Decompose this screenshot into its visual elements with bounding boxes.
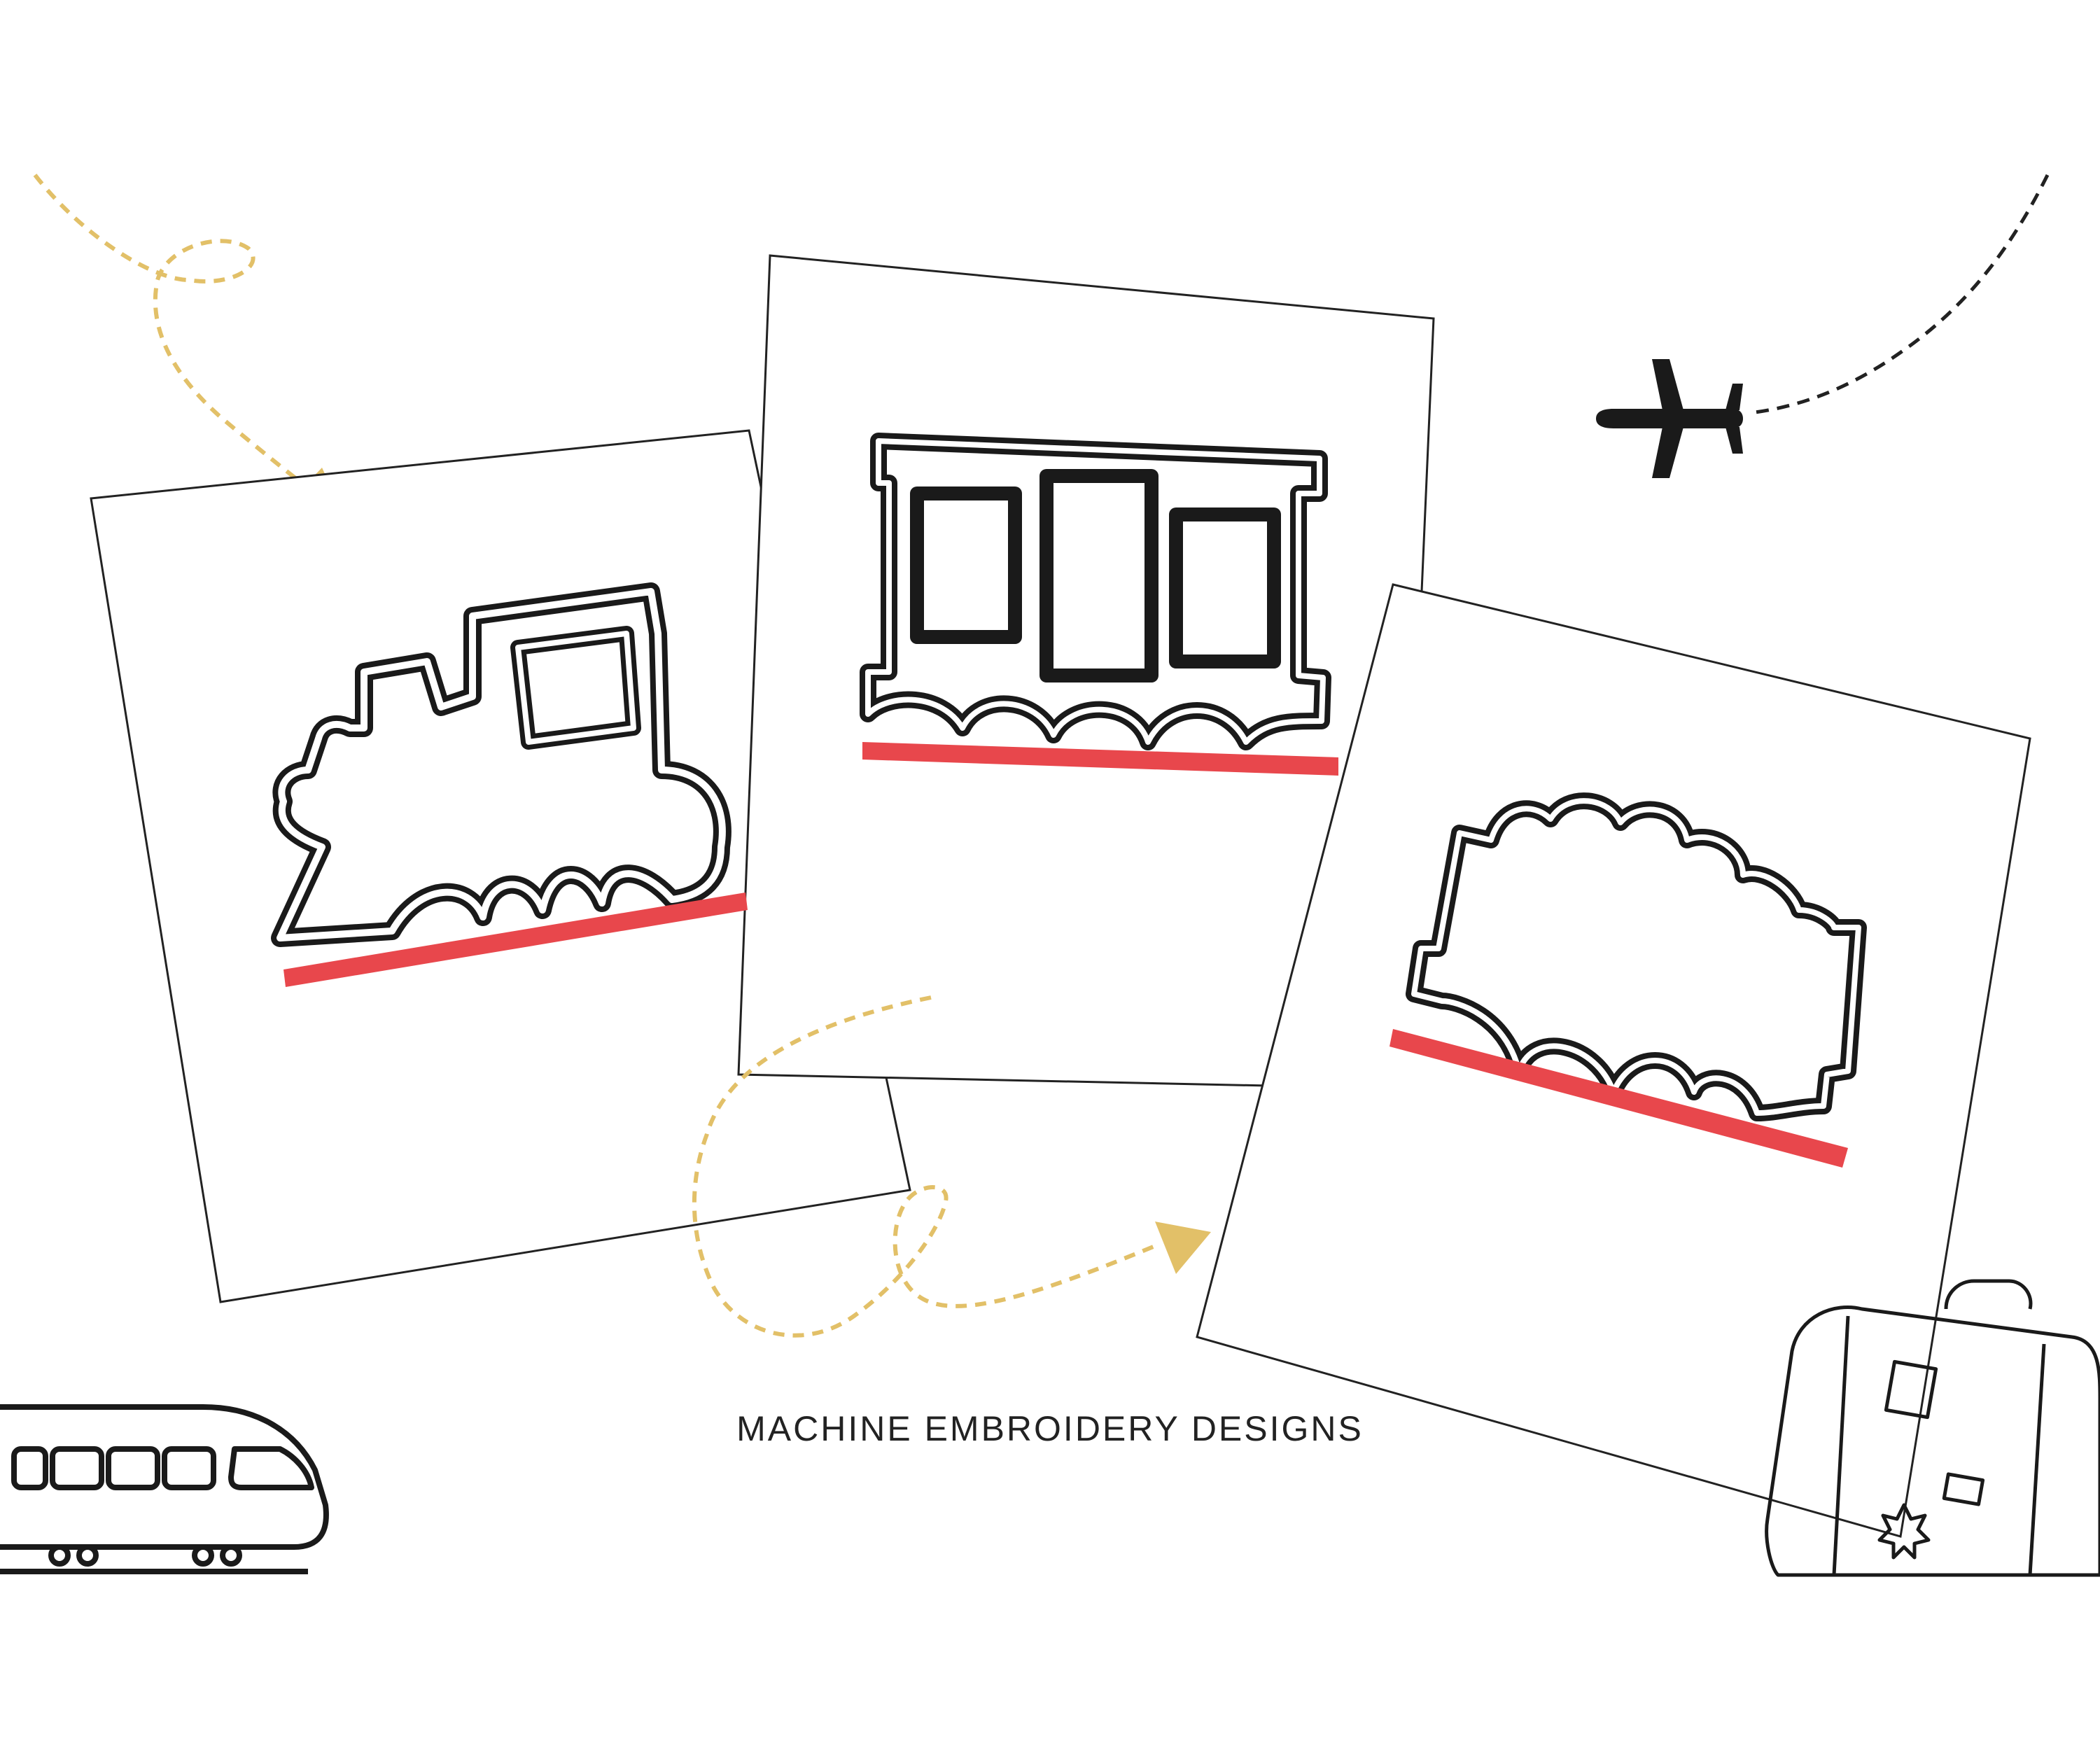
dark-dashed-path <box>1749 174 2050 415</box>
locomotive-rail <box>284 892 748 987</box>
coal-tender-rail <box>1390 1029 1848 1168</box>
passenger-car-design <box>860 433 1331 750</box>
card-locomotive <box>90 429 911 1303</box>
locomotive-design <box>271 582 732 947</box>
gold-dashed-path-top <box>33 174 350 528</box>
airplane-icon <box>1596 359 1743 478</box>
card-coal-tender <box>1196 583 2031 1538</box>
passenger-car-rail <box>862 742 1338 776</box>
arrowhead-icon <box>1155 1222 1211 1274</box>
high-speed-train-icon <box>0 1404 329 1574</box>
coal-tender-design <box>1406 792 1867 1121</box>
caption: MACHINE EMBROIDERY DESIGNS <box>736 1409 1364 1448</box>
suitcase-icon <box>1765 1279 2100 1577</box>
gold-dashed-path-bottom <box>692 995 1211 1338</box>
